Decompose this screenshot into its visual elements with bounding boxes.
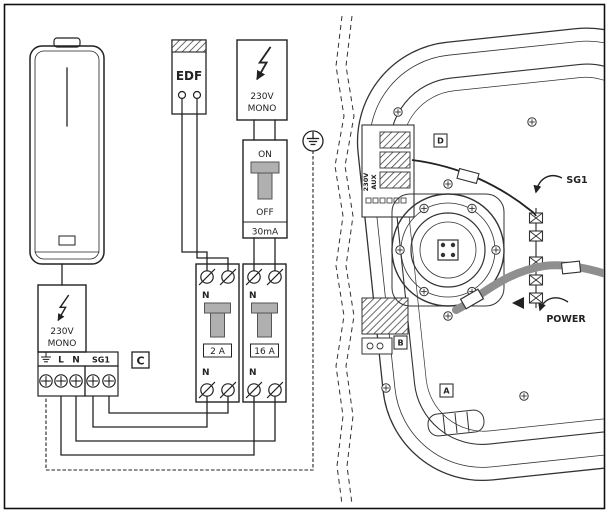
pcb-aux-label: AUX bbox=[370, 174, 378, 189]
connector-block bbox=[379, 151, 411, 169]
terminal-label-l: L bbox=[58, 356, 64, 366]
screw-icon bbox=[467, 203, 477, 214]
pcb-230v-label: 230V bbox=[362, 173, 370, 192]
breaker-2a-handle bbox=[204, 302, 231, 314]
wire-clamp-icon bbox=[528, 292, 544, 304]
grid-hatch-band bbox=[171, 39, 207, 53]
sg1-label: SG1 bbox=[566, 175, 587, 186]
diagram-frame bbox=[3, 3, 606, 510]
marker-a-label: A bbox=[443, 387, 450, 396]
screw-icon bbox=[491, 245, 501, 255]
terminal-rail bbox=[528, 208, 544, 308]
screw-icon bbox=[527, 117, 537, 127]
edf-label: EDF bbox=[176, 69, 202, 83]
wire-routing bbox=[45, 113, 314, 471]
breaker-16a-handle-stem bbox=[257, 312, 272, 338]
mains-top-voltage: 230V bbox=[250, 92, 274, 102]
cable-gland bbox=[427, 409, 485, 437]
power-direction-triangle bbox=[512, 297, 524, 309]
connector-block bbox=[379, 131, 411, 149]
neutral-wire bbox=[75, 395, 276, 442]
wire-clamp-icon bbox=[528, 274, 544, 286]
sg1-wire bbox=[92, 395, 208, 428]
rcd-handle-stem bbox=[257, 172, 273, 200]
rcd-rating-label: 30mA bbox=[252, 228, 279, 238]
cable-tie bbox=[459, 288, 485, 310]
wire-tie bbox=[456, 167, 480, 185]
screw-icon bbox=[519, 391, 529, 401]
breaker-2a: N 2 A N bbox=[195, 263, 240, 403]
cable-tie bbox=[560, 260, 582, 275]
screw-terminal-cross-icon bbox=[39, 374, 53, 388]
marker-d-label: D bbox=[437, 137, 444, 146]
rcd-switch: ON OFF 30mA bbox=[242, 139, 288, 239]
torn-edge bbox=[334, 15, 355, 505]
wire-clamp-icon bbox=[528, 230, 544, 242]
rcd-off-label: OFF bbox=[256, 208, 273, 218]
power-pointer-arrow bbox=[538, 297, 569, 312]
mains-device-phase: MONO bbox=[48, 339, 77, 349]
wallbox-panel: 230V AUX bbox=[334, 15, 604, 505]
line-wire bbox=[60, 395, 255, 456]
breaker-16a: N 16 A N bbox=[242, 263, 287, 403]
screw-icon bbox=[419, 286, 429, 297]
schematic-panel: 230V MONO L N SG1 C EDF bbox=[29, 37, 324, 471]
screw-icon bbox=[443, 311, 453, 321]
screw-icon bbox=[393, 107, 403, 117]
edf-wire bbox=[181, 113, 208, 272]
edf-wire bbox=[196, 113, 229, 272]
terminal-label-n: N bbox=[72, 356, 80, 366]
earth-ground-symbol bbox=[302, 130, 324, 152]
marker-b-label: B bbox=[397, 339, 403, 348]
marker-b: B bbox=[393, 335, 408, 350]
breaker-16a-rating: 16 A bbox=[254, 347, 275, 357]
rcd-handle bbox=[250, 161, 280, 174]
mains-device-voltage: 230V bbox=[50, 327, 74, 337]
marker-d: D bbox=[433, 133, 448, 148]
wallbox-housing bbox=[356, 27, 604, 482]
mains-top-phase: MONO bbox=[248, 104, 277, 114]
breaker-16a-n-bottom: N bbox=[249, 368, 257, 378]
socket-pins bbox=[440, 242, 456, 258]
breaker-2a-handle-stem bbox=[210, 312, 225, 338]
marker-c-label: C bbox=[136, 355, 144, 368]
screw-icon bbox=[381, 383, 391, 393]
connector-block bbox=[379, 171, 411, 189]
charging-socket bbox=[391, 193, 505, 307]
screw-icon bbox=[419, 203, 429, 214]
charging-station bbox=[29, 37, 105, 265]
breaker-2a-n-top: N bbox=[202, 291, 210, 301]
screw-terminal-cross-icon bbox=[54, 374, 68, 388]
edf-meter: EDF bbox=[171, 39, 207, 115]
screw-terminal-cross-icon bbox=[86, 374, 100, 388]
screw-icon bbox=[395, 245, 405, 255]
cable-marker-c: C bbox=[131, 351, 150, 369]
sg1-pointer-arrow bbox=[533, 174, 563, 194]
screw-icon bbox=[443, 179, 453, 189]
breaker-16a-handle bbox=[251, 302, 278, 314]
mains-supply-box: 230V MONO bbox=[236, 39, 288, 121]
connector-block bbox=[361, 297, 409, 335]
breaker-2a-rating: 2 A bbox=[210, 347, 226, 357]
screw-terminal-cross-icon bbox=[69, 374, 83, 388]
terminal-label-sg1: SG1 bbox=[92, 356, 110, 365]
rcd-on-label: ON bbox=[258, 150, 272, 160]
breaker-16a-n-top: N bbox=[249, 291, 257, 301]
power-label: POWER bbox=[546, 314, 586, 325]
earth-dotted-wire bbox=[45, 150, 314, 471]
sg1-signal-wire bbox=[411, 159, 537, 217]
control-pcb: 230V AUX bbox=[361, 124, 415, 218]
marker-a: A bbox=[439, 383, 454, 398]
aux-connector bbox=[361, 297, 409, 355]
screw-terminal-cross-icon bbox=[102, 374, 116, 388]
sg1-wire bbox=[108, 395, 229, 414]
breaker-2a-n-bottom: N bbox=[202, 368, 210, 378]
